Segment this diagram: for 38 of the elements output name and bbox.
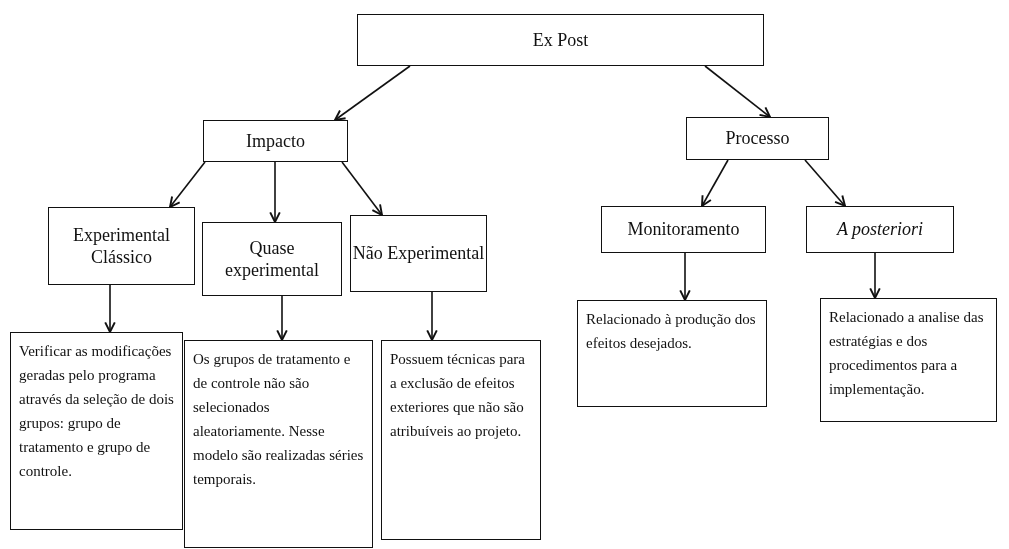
arrow	[169, 161, 206, 208]
description-box	[10, 332, 183, 530]
category-label: A posteriori	[836, 218, 924, 241]
category-box	[202, 222, 342, 296]
category-box	[806, 206, 954, 253]
arrow	[341, 161, 383, 216]
category-label: Experimental Clássico	[72, 223, 171, 269]
category-label: Processo	[725, 127, 790, 150]
arrow	[704, 65, 771, 118]
arrow	[104, 284, 116, 333]
arrow	[804, 159, 846, 207]
category-box	[357, 14, 764, 66]
category-label: Impacto	[246, 129, 305, 153]
category-label: Monitoramento	[627, 218, 740, 241]
category-label: Quase experimental	[224, 236, 320, 282]
category-label: Não Experimental	[352, 242, 485, 265]
arrow	[276, 295, 288, 341]
category-box	[48, 207, 195, 285]
description-box	[184, 340, 373, 548]
arrow	[426, 291, 438, 341]
arrow	[679, 252, 691, 301]
arrow	[869, 252, 881, 299]
category-box	[350, 215, 487, 292]
description-box	[381, 340, 541, 540]
description-box	[820, 298, 997, 422]
arrow	[334, 65, 411, 121]
arrow	[269, 161, 281, 223]
description-box	[577, 300, 767, 407]
category-box	[686, 117, 829, 160]
description-text: Relacionado a analise das estratégias e dos procedimentos para a implementação.	[829, 308, 985, 399]
description-text: Relacionado à produção dos efeitos desejados.	[586, 310, 757, 353]
description-text: Possuem técnicas para a exclusão de efeitos exteriores que não são atribuíveis ao projeto.	[390, 350, 526, 441]
category-label: Ex Post	[532, 28, 589, 52]
description-text: Verificar as modificações geradas pelo programa através da seleção de dois grupos: grupo de tratamento e grupo de controle.	[19, 342, 174, 481]
category-box	[601, 206, 766, 253]
arrow	[701, 159, 729, 207]
category-box	[203, 120, 348, 162]
description-text: Os grupos de tratamento e de controle não são selecionados aleatoriamente. Nesse modelo são realizadas séries temporais.	[193, 350, 364, 489]
